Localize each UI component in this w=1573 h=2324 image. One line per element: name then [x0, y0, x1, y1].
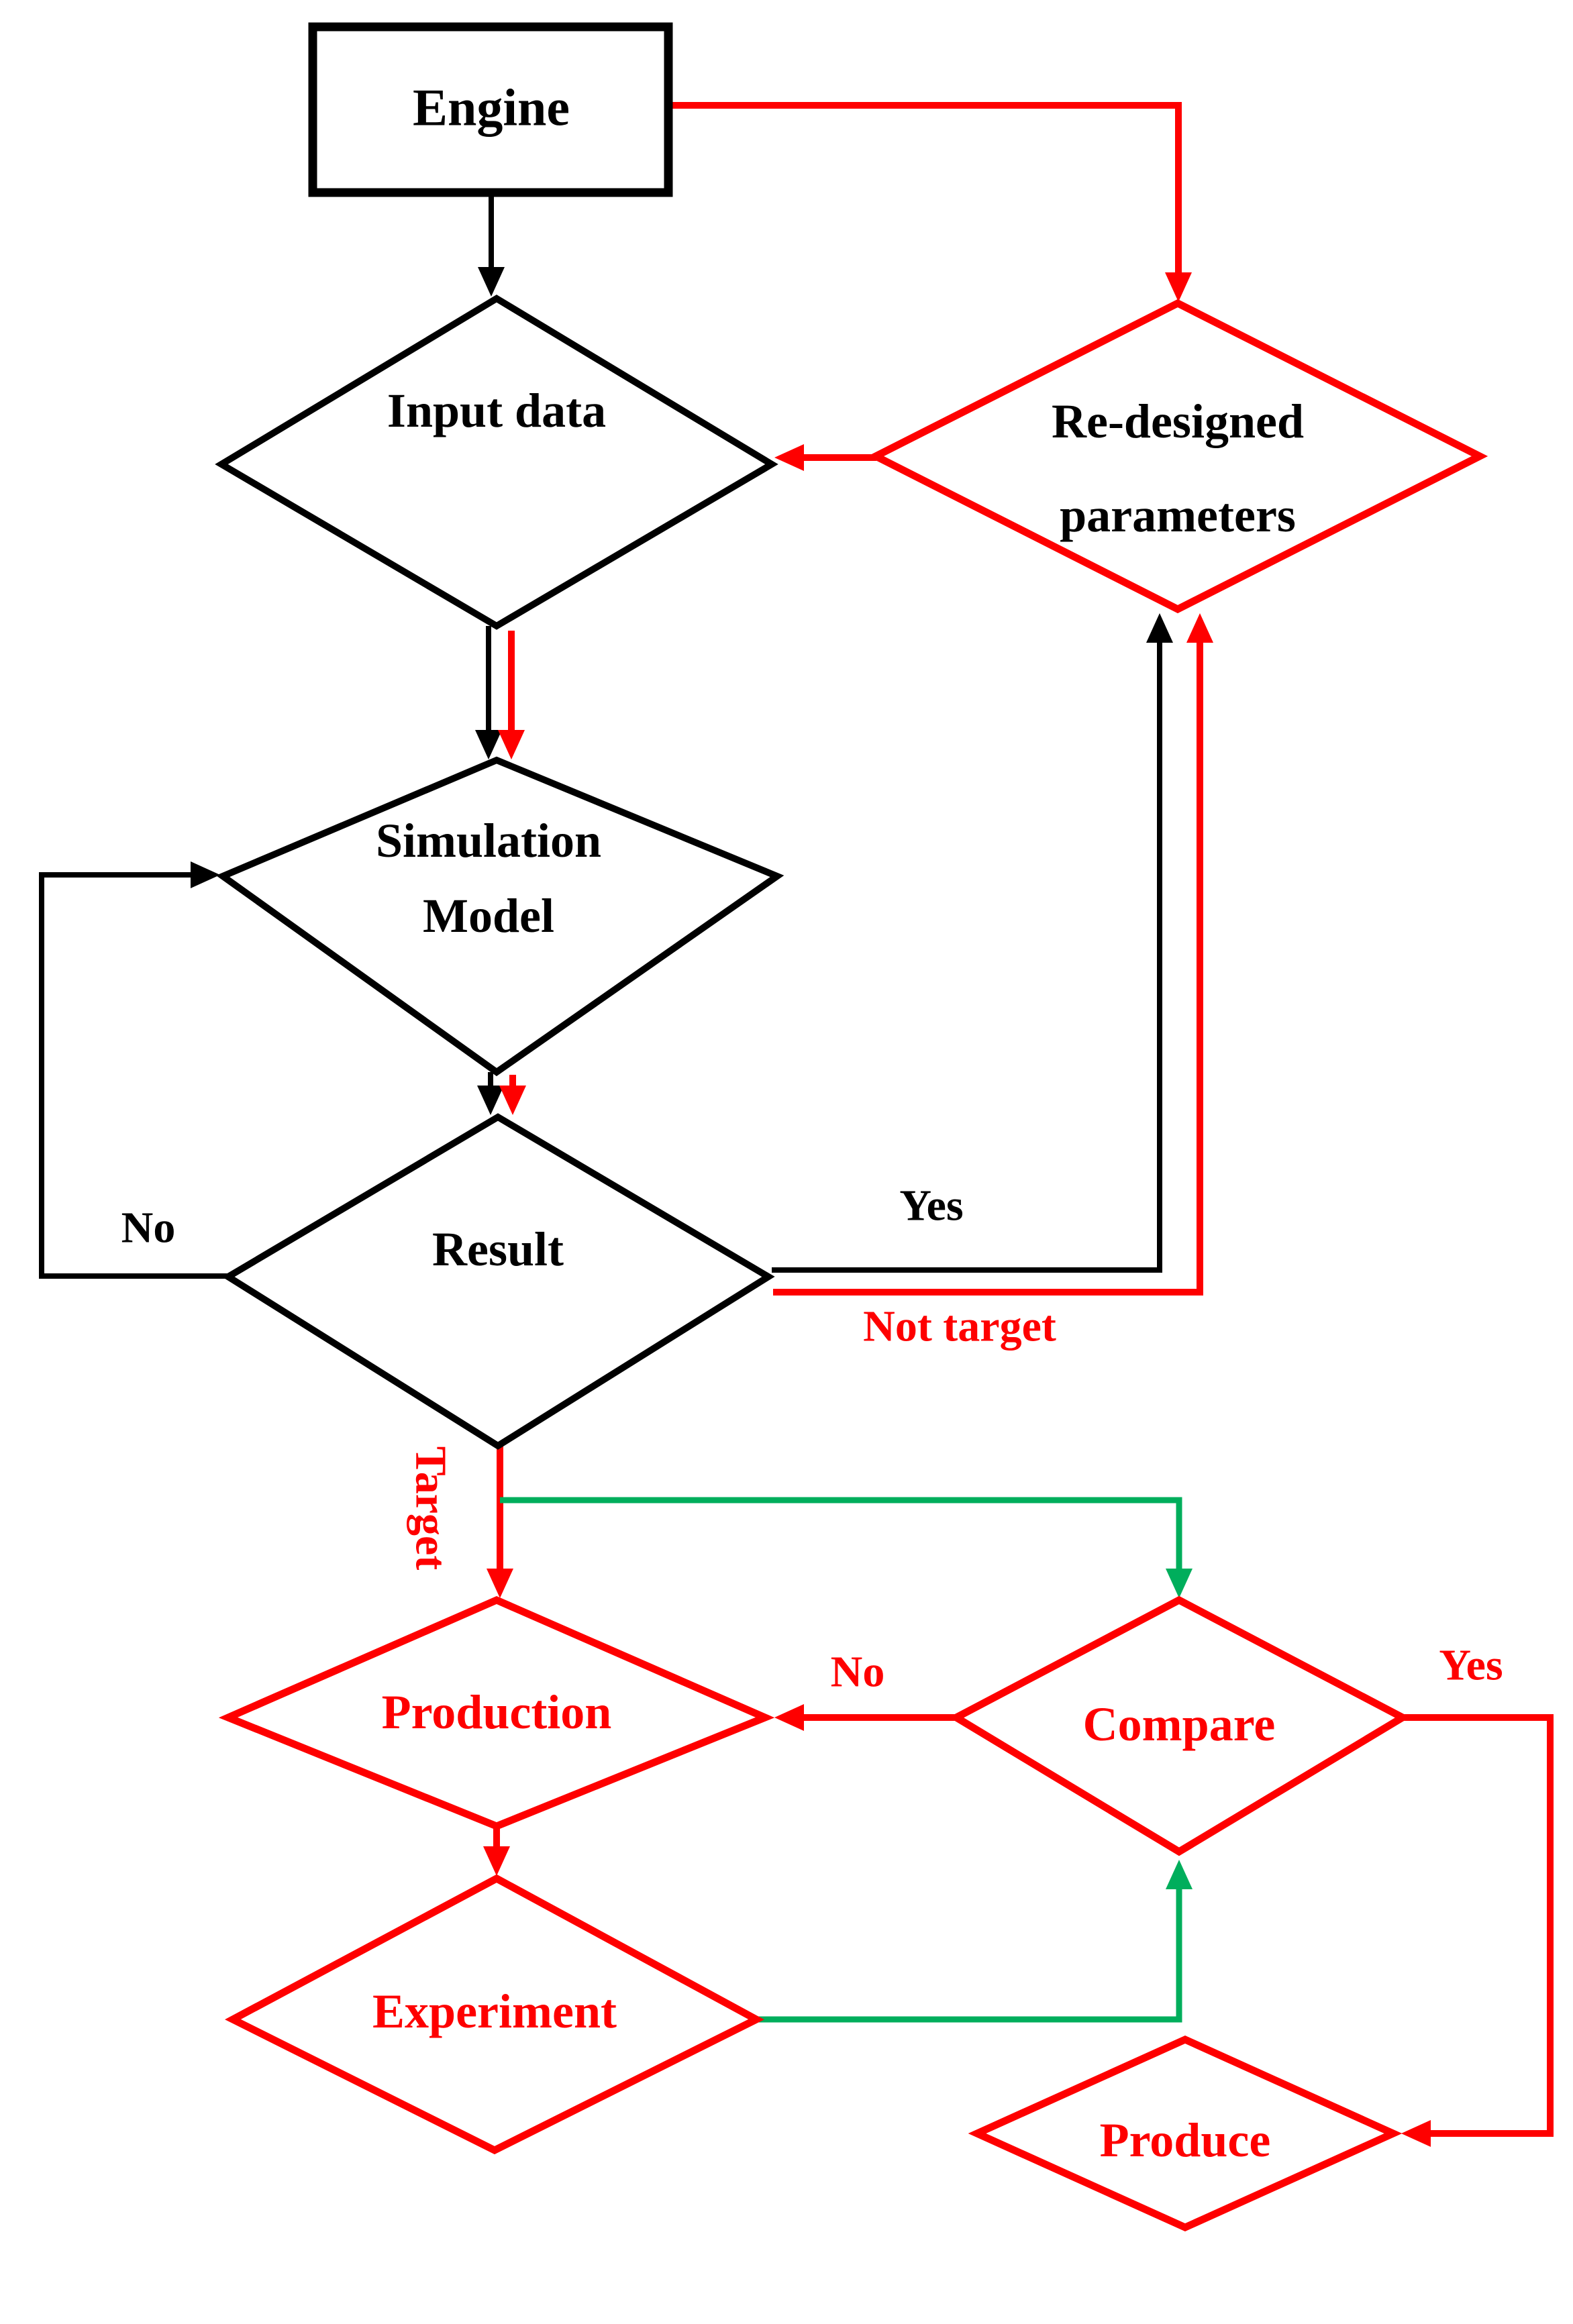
redesigned-parameters-label-line1: Re-designed	[1052, 394, 1304, 448]
edge-result-no-loop-to-simulation	[39, 861, 228, 1279]
result-label: Result	[432, 1222, 564, 1276]
compare-label: Compare	[1083, 1697, 1276, 1751]
compare-node	[948, 1595, 1411, 1856]
edge-result-not-target-to-redesigned-parameters	[773, 613, 1213, 1296]
result-no-label: No	[121, 1204, 176, 1253]
produce-node	[968, 2035, 1403, 2232]
engine-label: Engine	[413, 78, 570, 137]
result-target-label: Target	[407, 1446, 456, 1571]
produce-label: Produce	[1100, 2113, 1271, 2167]
engine-node	[308, 22, 673, 197]
result-yes-label: Yes	[899, 1181, 963, 1230]
compare-no-label: No	[831, 1648, 885, 1697]
production-label: Production	[382, 1685, 612, 1739]
simulation-model-label-line2: Model	[423, 889, 554, 943]
compare-yes-label: Yes	[1439, 1641, 1503, 1690]
redesigned-parameters-label-line2: parameters	[1060, 488, 1296, 542]
redesigned-parameters-node	[867, 299, 1488, 614]
input-data-label: Input data	[387, 384, 606, 437]
experiment-node	[225, 1874, 764, 2155]
edge-target-branch-to-compare	[500, 1497, 1193, 1598]
edge-compare-yes-to-produce	[1401, 1714, 1554, 2147]
edge-result-yes-to-redesigned-parameters	[772, 613, 1173, 1273]
edge-experiment-to-compare	[757, 1860, 1193, 2023]
result-not-target-label: Not target	[863, 1302, 1056, 1351]
simulation-model-node	[215, 756, 784, 1077]
experiment-label: Experiment	[372, 1985, 617, 2038]
simulation-model-label-line1: Simulation	[376, 814, 601, 867]
edge-engine-to-redesigned-parameters	[668, 102, 1192, 302]
production-node	[218, 1595, 775, 1830]
input-data-node	[215, 295, 778, 630]
result-node	[221, 1113, 775, 1450]
